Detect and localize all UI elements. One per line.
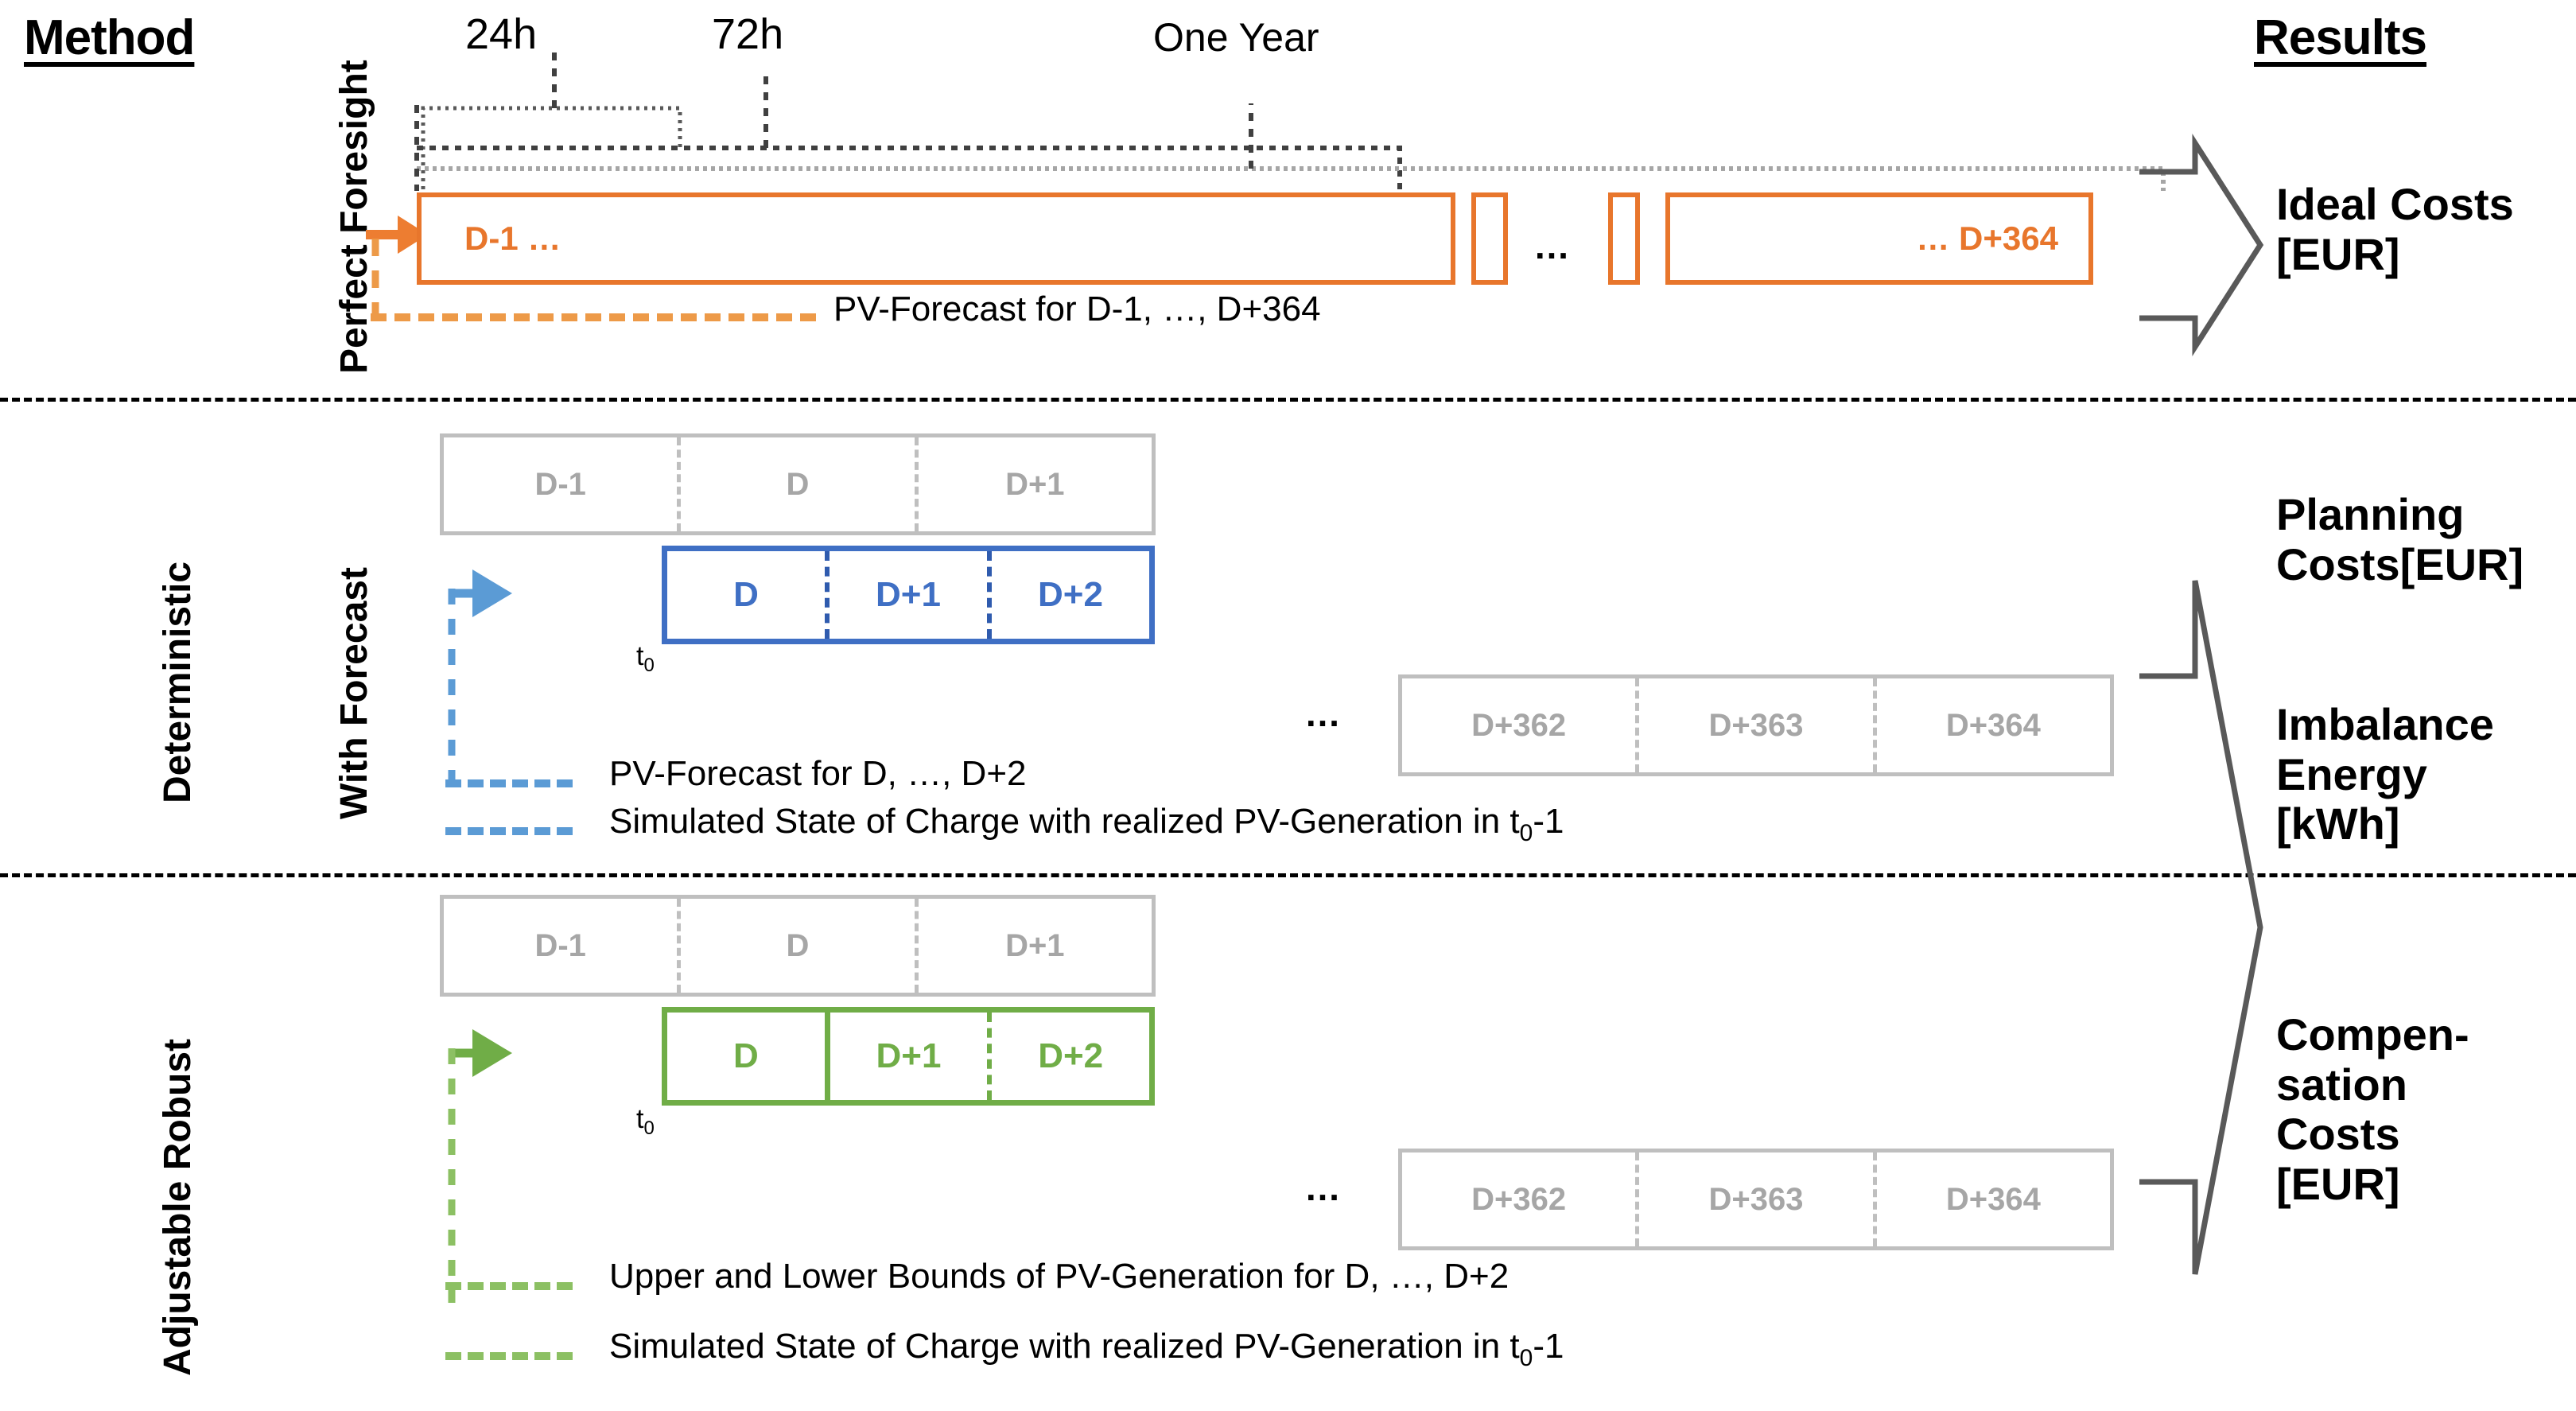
green-legend-text-2: Simulated State of Charge with realized … xyxy=(609,1327,1564,1371)
result-compensation-costs: Compen- sation Costs [EUR] xyxy=(2276,1009,2469,1210)
section-divider-deterministic-top xyxy=(0,398,2576,402)
result-compensation-costs-unit: [EUR] xyxy=(2276,1159,2400,1210)
result-compensation-costs-title: Compen- xyxy=(2276,1009,2469,1059)
horizon-brackets xyxy=(414,48,2166,191)
with-forecast-tail-row: D+362 D+363 D+364 xyxy=(1398,674,2114,776)
result-planning-costs-title: Planning xyxy=(2276,489,2465,539)
blue-legend-text-1: PV-Forecast for D, …, D+2 xyxy=(609,754,1027,793)
perfect-foresight-bar-last: … D+364 xyxy=(1665,192,2093,285)
with-forecast-context-row: D-1 D D+1 xyxy=(440,433,1156,535)
robust-tail-day: D+362 xyxy=(1471,1181,1567,1217)
row-label-with-forecast: With Forecast xyxy=(333,567,375,819)
robust-ellipsis: … xyxy=(1304,1167,1344,1208)
horizon-label-72h: 72h xyxy=(712,10,784,58)
result-compensation-costs-title3: Costs xyxy=(2276,1109,2400,1160)
results-column-header: Results xyxy=(2254,10,2427,65)
results-arrow-top xyxy=(2139,134,2264,356)
blue-entry-arrow xyxy=(453,569,512,617)
result-compensation-costs-title2: sation xyxy=(2276,1059,2407,1110)
perfect-foresight-last-label: … D+364 xyxy=(1916,220,2058,257)
horizon-label-one-year: One Year xyxy=(1153,15,1319,60)
with-forecast-context-day: D xyxy=(677,437,914,531)
perfect-foresight-first-label: D-1 … xyxy=(464,220,561,257)
with-forecast-active-day: D xyxy=(733,575,759,614)
result-imbalance-energy-unit: [kWh] xyxy=(2276,799,2400,849)
result-imbalance-energy-title2: Energy xyxy=(2276,748,2427,799)
orange-legend-text: PV-Forecast for D-1, …, D+364 xyxy=(833,290,1321,328)
with-forecast-tail-day: D+362 xyxy=(1471,707,1567,743)
perfect-foresight-bar-stub-a xyxy=(1471,192,1508,285)
robust-tail-day: D+364 xyxy=(1872,1153,2110,1246)
with-forecast-context-day: D+1 xyxy=(914,437,1152,531)
blue-legend-swatch-1 xyxy=(445,779,573,787)
perfect-foresight-bar-stub-b xyxy=(1608,192,1640,285)
perfect-foresight-ellipsis: … xyxy=(1533,225,1573,266)
robust-context-row: D-1 D D+1 xyxy=(440,895,1156,997)
robust-active-day: D+1 xyxy=(824,1013,988,1100)
result-planning-costs-title2: Costs[EUR] xyxy=(2276,538,2524,589)
robust-active-day: D xyxy=(732,1036,759,1075)
robust-context-day: D xyxy=(677,899,914,993)
with-forecast-tail-day: D+364 xyxy=(1872,678,2110,772)
row-label-deterministic: Deterministic xyxy=(157,561,199,803)
green-legend-swatch-2 xyxy=(445,1352,573,1360)
blue-legend-connector xyxy=(448,589,456,786)
with-forecast-active-row: D D+1 D+2 xyxy=(662,546,1155,644)
green-legend-swatch-1 xyxy=(445,1282,573,1290)
with-forecast-tail-day: D+363 xyxy=(1635,678,1872,772)
result-imbalance-energy: Imbalance Energy [kWh] xyxy=(2276,699,2494,849)
robust-context-day: D-1 xyxy=(534,927,586,963)
orange-legend-swatch xyxy=(371,313,816,321)
result-ideal-costs: Ideal Costs [EUR] xyxy=(2276,179,2514,279)
green-entry-arrow xyxy=(453,1029,512,1077)
with-forecast-context-day: D-1 xyxy=(534,466,586,502)
result-planning-costs: Planning Costs[EUR] xyxy=(2276,489,2524,589)
green-legend-connector xyxy=(448,1048,456,1303)
orange-entry-arrow xyxy=(366,216,428,254)
perfect-foresight-bar-first: D-1 … xyxy=(417,192,1455,285)
result-ideal-costs-unit: [EUR] xyxy=(2276,228,2400,279)
results-arrow-bottom xyxy=(2139,580,2263,1275)
with-forecast-active-day: D+2 xyxy=(987,551,1149,639)
robust-t0-label: t0 xyxy=(636,1104,655,1139)
with-forecast-t0-label: t0 xyxy=(636,641,655,676)
method-column-header: Method xyxy=(24,10,195,65)
row-label-adjustable-robust: Adjustable Robust xyxy=(157,1038,199,1376)
horizon-label-24h: 24h xyxy=(465,10,538,58)
robust-tail-row: D+362 D+363 D+364 xyxy=(1398,1149,2114,1250)
blue-legend-swatch-2 xyxy=(445,827,573,835)
with-forecast-active-day: D+1 xyxy=(825,551,987,639)
orange-legend-connector xyxy=(371,239,379,313)
section-divider-robust-top xyxy=(0,873,2576,877)
robust-active-row: D D+1 D+2 xyxy=(662,1007,1155,1106)
with-forecast-ellipsis: … xyxy=(1304,693,1344,734)
robust-tail-day: D+363 xyxy=(1635,1153,1872,1246)
robust-context-day: D+1 xyxy=(914,899,1152,993)
result-ideal-costs-title: Ideal Costs xyxy=(2276,179,2514,229)
result-imbalance-energy-title: Imbalance xyxy=(2276,699,2494,749)
blue-legend-text-2: Simulated State of Charge with realized … xyxy=(609,802,1564,846)
robust-active-day: D+2 xyxy=(987,1013,1149,1100)
green-legend-text-1: Upper and Lower Bounds of PV-Generation … xyxy=(609,1257,1509,1296)
